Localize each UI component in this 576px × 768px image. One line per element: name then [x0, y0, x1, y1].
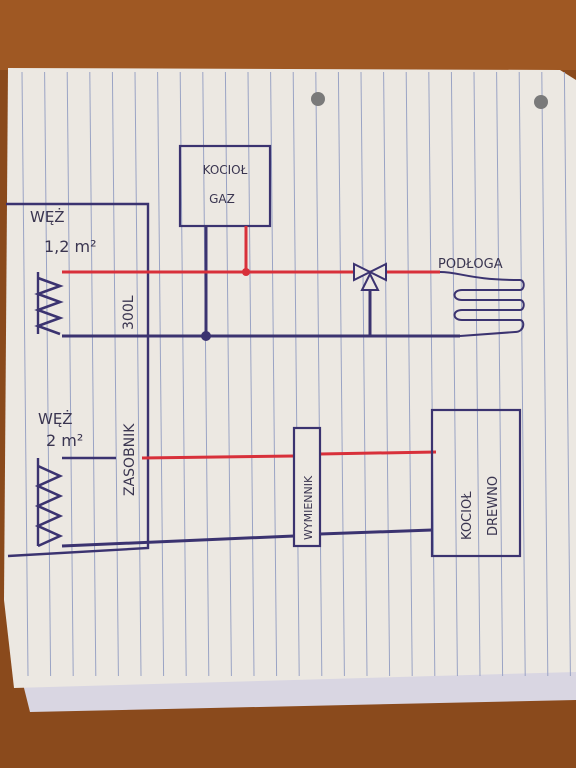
ruling-line [202, 71, 210, 677]
lower-return-line-right [319, 528, 433, 536]
ruling-line [21, 71, 29, 677]
upper-coil-label-1: WĘŻ [30, 207, 65, 226]
lower-coil-label-2: 2 m² [46, 431, 83, 450]
ruling-line [428, 71, 436, 677]
ruling-line [224, 71, 232, 677]
tank-volume-label: 300L [121, 295, 137, 330]
lower-coil-icon [34, 456, 116, 548]
ruling-line [247, 71, 255, 677]
gas-boiler-label-2: GAZ [209, 192, 235, 206]
punch-hole [311, 92, 325, 106]
ruling-line [89, 71, 97, 677]
ruling-line [292, 71, 300, 677]
table-highlight [0, 0, 576, 70]
ruling-line [405, 71, 413, 677]
paper-sheet [4, 68, 576, 688]
wood-boiler-box [430, 408, 522, 558]
ruling-line [179, 71, 187, 677]
ruling-line [563, 71, 571, 677]
upper-coil-icon [34, 272, 64, 336]
tank-outline [6, 202, 150, 558]
lower-supply-line-left [141, 454, 295, 460]
ruling-line [473, 71, 481, 677]
floor-heating-label: PODŁOGA [438, 257, 503, 272]
wood-boiler-label-2: DREWNO [486, 476, 501, 536]
gas-boiler-box [178, 144, 272, 228]
ruling-line [450, 71, 458, 677]
heat-exchanger-label: WYMIENNIK [302, 475, 315, 540]
ruling-line [496, 71, 504, 677]
ruling-line [360, 71, 368, 677]
lower-return-line-left [61, 534, 295, 548]
underfloor-loop-icon [439, 271, 525, 337]
ruling-line [157, 71, 165, 677]
ruling-line [44, 71, 52, 677]
ruling-line [315, 71, 323, 677]
notebook-ruling [21, 71, 571, 677]
three-way-valve-icon [353, 262, 387, 336]
lower-coil-label-1: WĘŻ [38, 409, 73, 428]
ruling-line [66, 71, 74, 677]
tank-label: ZASOBNIK [122, 423, 138, 496]
heat-exchanger-box [292, 426, 322, 548]
ruling-line [518, 71, 526, 677]
ruling-line [337, 71, 345, 677]
ruling-line [134, 71, 142, 677]
lower-supply-line-right [319, 450, 437, 456]
ruling-line [270, 71, 278, 677]
ruling-line [111, 71, 119, 677]
ruling-line [383, 71, 391, 677]
upper-coil-label-2: 1,2 m² [44, 237, 97, 256]
punch-hole [534, 95, 548, 109]
ruling-line [541, 71, 549, 677]
wood-boiler-label-1: KOCIOŁ [460, 491, 475, 540]
gas-boiler-label-1: KOCIOŁ [203, 163, 248, 177]
